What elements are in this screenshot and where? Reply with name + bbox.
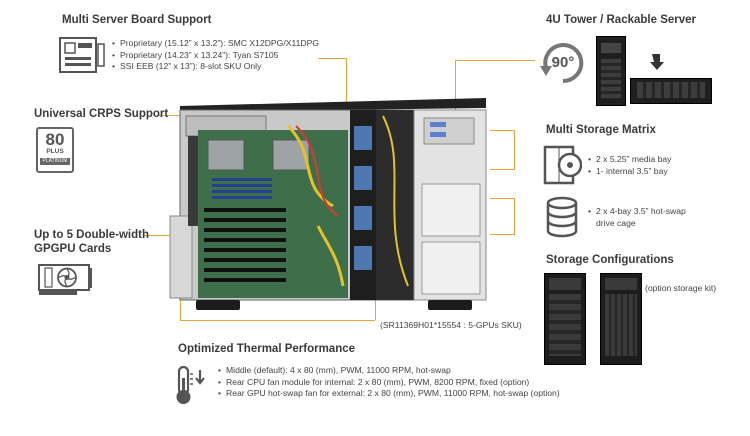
- callout-line-crps: [157, 115, 197, 116]
- thermal-item: Middle (default): 4 x 80 (mm), PWM, 1100…: [218, 365, 560, 377]
- multi-server-item: Proprietary (14.23” x 13.24”): Tyan S710…: [112, 50, 319, 62]
- callout-line-gpu: [143, 235, 183, 236]
- badge-grade: PLATINUM: [40, 158, 70, 165]
- callout-line-caption: [180, 295, 181, 320]
- model-caption: (SR11369H01*15554 : 5-GPUs SKU): [380, 320, 522, 330]
- callout-line-tower-h: [455, 60, 535, 61]
- multi-server-item: Proprietary (15.12” x 13.2”): SMC X12DPG…: [112, 38, 319, 50]
- thermometer-icon: [172, 364, 212, 406]
- gpgpu-title-line1: Up to 5 Double-width: [34, 229, 149, 241]
- storage-config-title: Storage Configurations: [546, 254, 674, 266]
- thermal-item: Rear GPU hot-swap fan for external: 2 x …: [218, 388, 560, 400]
- media-bay-item: 1- internal 3.5” bay: [588, 166, 671, 178]
- callout-line-caption-v: [375, 290, 376, 320]
- cage-item: •2 x 4-bay 3.5” hot-swap drive cage: [588, 206, 686, 228]
- callout-line-tower-v: [455, 60, 456, 130]
- multi-server-title: Multi Server Board Support: [62, 14, 212, 26]
- arrow-down-icon: [648, 52, 668, 72]
- rotate-90-icon: 90°: [538, 38, 588, 88]
- 80-plus-platinum-icon: 80 PLUS PLATINUM: [36, 127, 74, 173]
- server-chassis-image: [168, 96, 490, 318]
- storage-matrix-title: Multi Storage Matrix: [546, 124, 656, 136]
- cage-item-line2: drive cage: [596, 217, 636, 228]
- optical-drive-icon: [542, 144, 583, 186]
- thermal-title: Optimized Thermal Performance: [178, 343, 356, 355]
- crps-title: Universal CRPS Support: [34, 108, 169, 120]
- tower-rack-image: [630, 78, 712, 104]
- storage-config-tower-2: [600, 273, 642, 365]
- badge-number: 80: [45, 130, 65, 149]
- multi-server-item: SSI EEB (12” x 13”): 8-slot SKU Only: [112, 61, 319, 73]
- tower-upright-image: [596, 36, 626, 106]
- cage-item-line1: 2 x 4-bay 3.5” hot-swap: [596, 206, 686, 216]
- callout-line-caption-h: [180, 320, 375, 321]
- callout-line-storage2: [490, 198, 515, 235]
- motherboard-icon: [58, 36, 106, 74]
- callout-line-storage1: [490, 130, 515, 170]
- badge-plus: PLUS: [46, 148, 64, 155]
- gpgpu-title-line2: GPGPU Cards: [34, 243, 112, 255]
- media-bay-item: 2 x 5.25” media bay: [588, 154, 671, 166]
- tower-title: 4U Tower / Rackable Server: [546, 14, 696, 26]
- media-bay-list: 2 x 5.25” media bay 1- internal 3.5” bay: [588, 154, 671, 177]
- multi-server-list: Proprietary (15.12” x 13.2”): SMC X12DPG…: [112, 38, 319, 73]
- disk-stack-icon: [544, 196, 580, 238]
- thermal-list: Middle (default): 4 x 80 (mm), PWM, 1100…: [218, 365, 560, 400]
- storage-config-tower-1: [544, 273, 586, 365]
- rotation-label: 90°: [551, 54, 575, 71]
- option-storage-note: (option storage kit): [645, 283, 717, 293]
- callout-line-board: [318, 58, 346, 59]
- thermal-item: Rear CPU fan module for internal: 2 x 80…: [218, 377, 560, 389]
- graphics-card-icon: [36, 262, 94, 298]
